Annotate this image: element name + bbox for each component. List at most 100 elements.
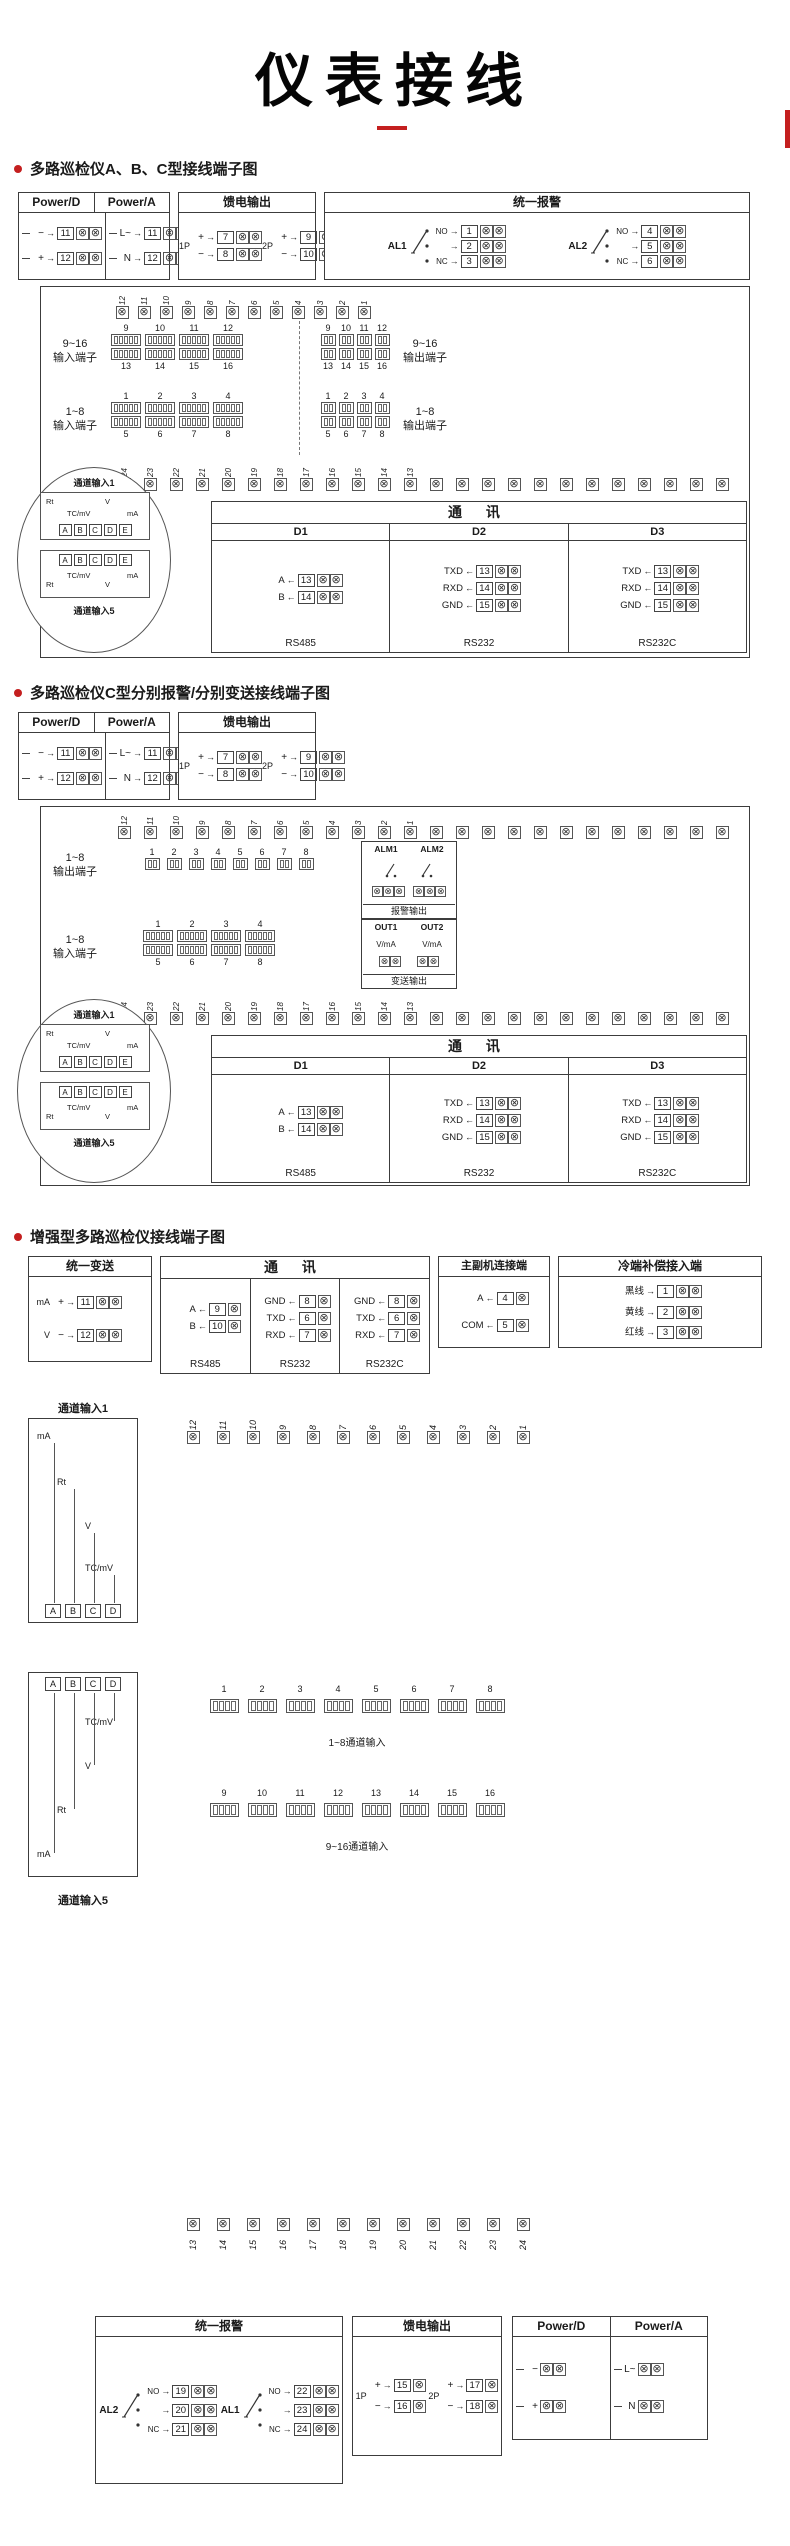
comm-standard: RS232 <box>463 638 495 649</box>
channel-number: 13 <box>120 361 131 371</box>
rotated-pin-number: 14 <box>217 2239 228 2250</box>
terminal-letter: C <box>88 524 102 536</box>
wire-label: V <box>105 497 111 506</box>
strip-cell: 10 <box>155 289 177 319</box>
feed-output-title: 馈电输出 <box>179 713 315 733</box>
channel-number: 3 <box>297 1684 303 1694</box>
connector-cell <box>177 401 211 415</box>
screw-terminal-icon <box>246 1431 260 1444</box>
rotated-pin-number: 7 <box>337 1424 348 1430</box>
screw-terminal-icon <box>533 1012 547 1025</box>
screw-terminal-icon <box>412 2379 426 2392</box>
connector-block <box>437 1803 467 1817</box>
screw-terminal-icon <box>299 1012 313 1025</box>
alarm-title: 统一报警 <box>325 193 749 213</box>
signal-label: GND <box>354 1295 376 1307</box>
terminal-letter: B <box>73 524 87 536</box>
rotated-pin-number: 11 <box>217 1420 228 1430</box>
comm-col-d1: D1 A 13 B 14 RS485 <box>212 524 390 652</box>
channel-number: 3 <box>191 391 197 401</box>
rotated-pin-number: 13 <box>405 1002 415 1011</box>
channel-number: 5 <box>123 429 129 439</box>
pin-number: 6 <box>641 254 659 268</box>
pin-number: 7 <box>217 751 235 764</box>
wire-line <box>94 1533 95 1603</box>
screw-terminal-icon <box>407 1311 421 1325</box>
pin-sign: L~ <box>119 228 131 239</box>
wire-label: V <box>105 580 111 589</box>
channel-number: 11 <box>359 323 369 333</box>
terminal-letter: C <box>85 1604 101 1618</box>
strip-cell <box>527 995 553 1025</box>
strip-cell: 2 <box>331 289 353 319</box>
rotated-pin-number: 12 <box>117 296 127 305</box>
screw-terminal-icon <box>312 2422 339 2436</box>
strip-cell <box>683 995 709 1025</box>
left-arrow-icon <box>287 574 296 587</box>
strip-cell: 7 <box>328 1412 358 1444</box>
connector-cell <box>143 401 177 415</box>
screw-terminal-icon <box>611 826 625 839</box>
pin-number: 11 <box>57 747 74 760</box>
pin-row: − <box>516 2363 607 2376</box>
screw-terminal-icon <box>455 478 469 491</box>
strip-cell <box>709 995 735 1025</box>
pin-row: RXD 14 <box>437 582 521 595</box>
comm-col-d2: D2 TXD 13 RXD 14 GND <box>389 1058 568 1182</box>
wire-stub <box>22 258 30 259</box>
rotated-pin-number: 15 <box>247 2239 258 2250</box>
screw-terminal-icon <box>299 826 313 839</box>
pin-number: 14 <box>297 1122 315 1136</box>
pin-row: RXD 14 <box>615 1114 700 1127</box>
connector-cell <box>109 415 143 429</box>
relay-label: AL1 <box>387 240 407 252</box>
right-arrow-icon <box>206 231 215 244</box>
screw-terminal-icon <box>689 826 703 839</box>
pin-sign: − <box>281 249 288 260</box>
screw-terminal-icon <box>137 306 151 319</box>
s1-power-box: Power/D Power/A − 11 + 12 <box>18 192 189 280</box>
signal-label: RXD <box>621 1115 642 1126</box>
screw-terminal-icon <box>247 306 261 319</box>
pin-number: 8 <box>388 1294 406 1308</box>
rotated-pin-number: 1 <box>517 1424 528 1430</box>
strip-cell: 3 <box>345 809 371 839</box>
connector-block <box>177 930 207 942</box>
screw-terminal-icon <box>273 478 287 491</box>
s2-feed-output-box: 馈电输出 1P + 7 − 8 2P <box>178 712 346 800</box>
connector-block <box>320 402 336 414</box>
screw-terminal-icon <box>494 582 521 595</box>
screw-terminal-icon <box>236 751 263 764</box>
wire-label: TC/mV <box>67 571 91 580</box>
connector-cell <box>355 415 373 429</box>
screw-terminal-icon <box>299 478 313 491</box>
strip-cell: 18 <box>328 2218 358 2250</box>
connector-block <box>374 416 390 428</box>
pin-row: + 17 <box>441 2379 499 2392</box>
pin-row: N 12 <box>109 772 189 785</box>
pin-number: 21 <box>172 2422 190 2436</box>
rotated-pin-number: 6 <box>367 1424 378 1430</box>
connector-block <box>145 348 175 360</box>
strip-cell: 23 <box>478 2218 508 2250</box>
connector-block <box>213 402 243 414</box>
pin-row: mA + 11 <box>32 1296 148 1310</box>
out-title: OUT2 <box>420 922 444 932</box>
channel-number: 6 <box>157 429 163 439</box>
channel-number: 7 <box>361 429 367 439</box>
pin-row: − 11 <box>22 227 102 240</box>
strip-cell: 18 <box>267 995 293 1025</box>
strip-cell: 18 <box>267 461 293 491</box>
pin-row: RXD 14 <box>437 1114 521 1127</box>
comm-standard: RS485 <box>190 1359 221 1370</box>
channel-number: 14 <box>408 1788 419 1798</box>
connector-cell <box>207 857 229 871</box>
connector-cell <box>395 1698 433 1714</box>
screw-terminal-icon <box>673 1097 700 1110</box>
rotated-pin-number: 1 <box>405 820 415 825</box>
